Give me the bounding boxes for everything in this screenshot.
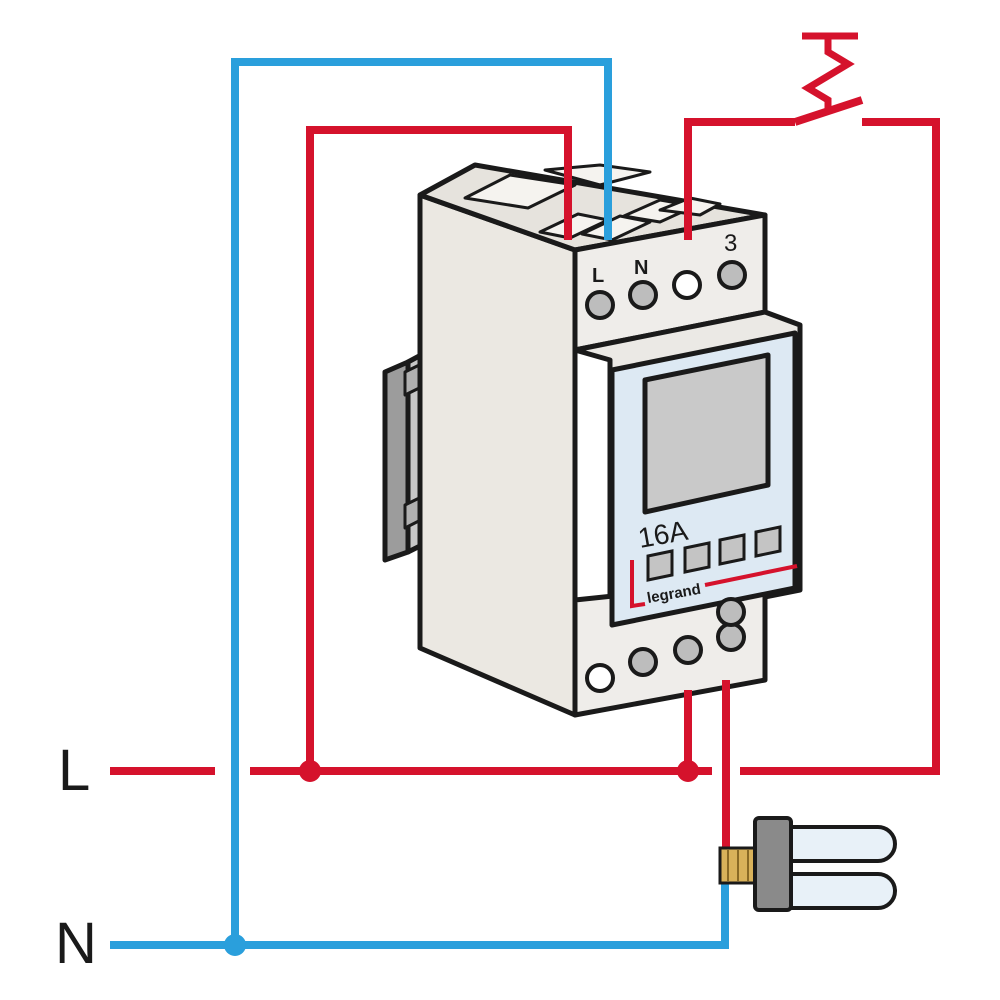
lower-terminal-2[interactable] bbox=[628, 647, 658, 677]
control-button-4[interactable] bbox=[754, 525, 782, 558]
terminal-3[interactable] bbox=[717, 260, 747, 290]
lcd-display bbox=[642, 352, 771, 515]
neutral-junction bbox=[224, 934, 246, 956]
control-button-1[interactable] bbox=[646, 549, 674, 582]
brand-mark bbox=[630, 560, 646, 609]
terminal-unused[interactable] bbox=[672, 270, 702, 300]
terminal-label-3: 3 bbox=[724, 230, 737, 257]
terminal-l[interactable] bbox=[585, 290, 615, 320]
lower-terminals bbox=[585, 597, 746, 693]
time-switch-device: 16A legrand L N 3 bbox=[382, 162, 803, 718]
line-junction-2 bbox=[677, 760, 699, 782]
terminal-n[interactable] bbox=[628, 280, 658, 310]
device-side-face bbox=[417, 192, 578, 718]
line-return-from-switch bbox=[740, 118, 940, 775]
lower-terminal-1[interactable] bbox=[585, 663, 615, 693]
switch-wire-to-terminal-3 bbox=[684, 118, 795, 240]
lower-terminal-3[interactable] bbox=[673, 635, 703, 665]
neutral-main-wire bbox=[110, 880, 729, 949]
control-buttons bbox=[646, 525, 782, 582]
lower-terminal-5[interactable] bbox=[716, 597, 746, 627]
terminal-label-n: N bbox=[634, 257, 648, 279]
control-button-3[interactable] bbox=[718, 533, 746, 566]
brand-line bbox=[704, 564, 798, 587]
compact-fluorescent-lamp-icon bbox=[718, 816, 897, 912]
upper-terminals: L N 3 bbox=[585, 230, 747, 320]
wiring bbox=[110, 58, 940, 956]
neutral-label: N bbox=[55, 911, 97, 976]
terminal-label-l: L bbox=[592, 265, 604, 287]
lower-terminal-4[interactable] bbox=[716, 622, 746, 652]
control-button-2[interactable] bbox=[683, 541, 711, 574]
line-label: L bbox=[58, 738, 90, 803]
line-junction-1 bbox=[299, 760, 321, 782]
push-button-switch-icon bbox=[793, 32, 864, 126]
neutral-wire-to-device bbox=[231, 58, 612, 945]
line-wire-to-device-l bbox=[306, 126, 572, 771]
